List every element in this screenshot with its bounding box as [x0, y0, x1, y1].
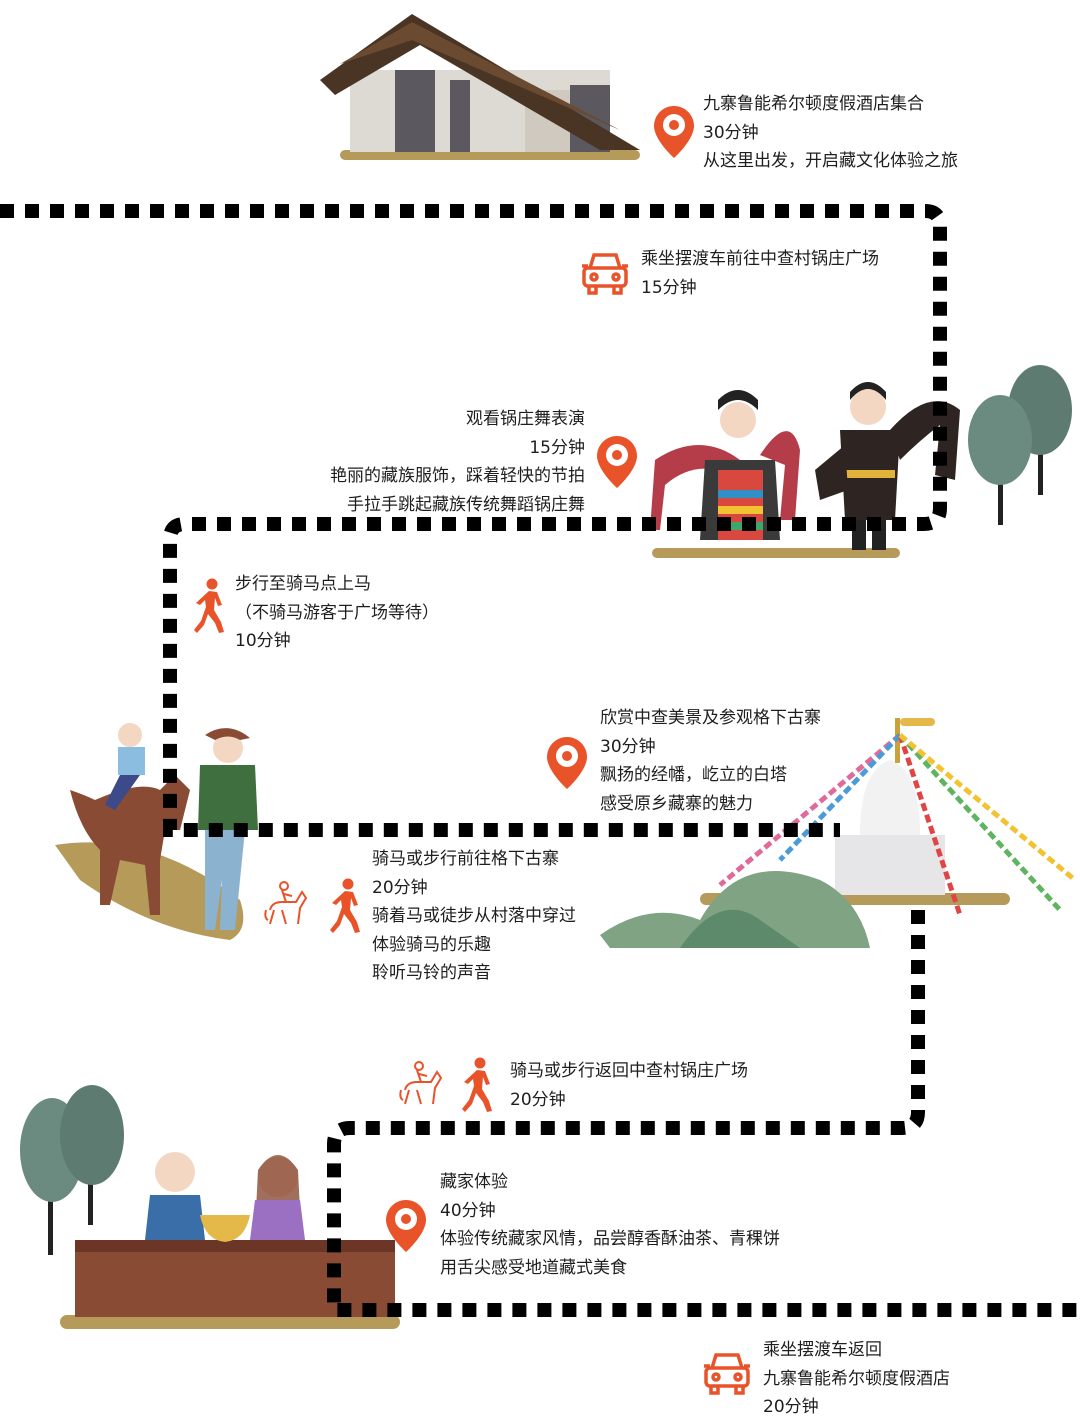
horse-rider-icon — [397, 1060, 445, 1112]
step-description: 感受原乡藏寨的魅力 — [600, 793, 753, 814]
step-ride-to-gexia: 骑马或步行前往格下古寨 20分钟 骑着马或徒步从村落中穿过 体验骑马的乐趣 聆听… — [372, 845, 576, 988]
step-title: 观看锅庄舞表演 — [466, 409, 585, 429]
tibetan-home-illustration — [20, 1085, 400, 1329]
step-note: （不骑马游客于广场等待） — [235, 602, 439, 623]
step-destination: 九寨鲁能希尔顿度假酒店 — [763, 1368, 950, 1389]
walking-person-icon — [460, 1057, 496, 1117]
step-return-to-square: 骑马或步行返回中查村锅庄广场 20分钟 — [510, 1057, 748, 1114]
step-description: 艳丽的藏族服饰，踩着轻快的节拍 — [330, 466, 585, 486]
map-pin-icon — [597, 436, 637, 492]
step-description: 骑着马或徒步从村落中穿过 — [372, 906, 576, 926]
map-pin-icon — [547, 737, 587, 793]
step-duration: 10分钟 — [235, 631, 291, 651]
step-duration: 30分钟 — [600, 736, 656, 757]
walking-person-icon — [328, 878, 364, 938]
step-description: 体验传统藏家风情，品尝醇香酥油茶、青稞饼 — [440, 1229, 780, 1249]
stupa-illustration — [600, 718, 1077, 948]
step-description: 聆听马铃的声音 — [372, 963, 491, 983]
step-description: 体验骑马的乐趣 — [372, 934, 491, 955]
step-shuttle-return: 乘坐摆渡车返回 九寨鲁能希尔顿度假酒店 20分钟 — [763, 1336, 950, 1422]
step-description: 用舌尖感受地道藏式美食 — [440, 1257, 627, 1278]
hotel-illustration — [320, 14, 640, 160]
car-icon — [580, 250, 630, 300]
step-duration: 40分钟 — [440, 1200, 496, 1221]
step-duration: 20分钟 — [510, 1089, 566, 1110]
step-title: 九寨鲁能希尔顿度假酒店集合 — [703, 94, 924, 114]
horse-riding-illustration — [55, 723, 258, 940]
step-title: 骑马或步行返回中查村锅庄广场 — [510, 1061, 748, 1081]
step-duration: 15分钟 — [529, 437, 585, 458]
map-pin-icon — [386, 1200, 426, 1256]
horse-rider-icon — [262, 880, 310, 932]
step-title: 藏家体验 — [440, 1172, 508, 1192]
step-hotel-gathering: 九寨鲁能希尔顿度假酒店集合 30分钟 从这里出发，开启藏文化体验之旅 — [703, 90, 958, 176]
step-tibetan-home: 藏家体验 40分钟 体验传统藏家风情，品尝醇香酥油茶、青稞饼 用舌尖感受地道藏式… — [440, 1168, 780, 1282]
step-title: 骑马或步行前往格下古寨 — [372, 849, 559, 869]
step-description: 从这里出发，开启藏文化体验之旅 — [703, 151, 958, 171]
walking-person-icon — [192, 578, 228, 638]
step-title: 步行至骑马点上马 — [235, 574, 371, 594]
step-duration: 20分钟 — [372, 877, 428, 898]
step-duration: 15分钟 — [641, 277, 697, 298]
step-duration: 20分钟 — [763, 1397, 819, 1417]
step-guozhuang-dance: 观看锅庄舞表演 15分钟 艳丽的藏族服饰，踩着轻快的节拍 手拉手跳起藏族传统舞蹈… — [330, 405, 585, 519]
trees-illustration — [968, 365, 1072, 525]
step-title: 欣赏中查美景及参观格下古寨 — [600, 708, 821, 728]
car-icon — [702, 1350, 752, 1400]
step-shuttle-to-square: 乘坐摆渡车前往中查村锅庄广场 15分钟 — [641, 245, 879, 302]
step-description: 手拉手跳起藏族传统舞蹈锅庄舞 — [347, 494, 585, 515]
step-title: 乘坐摆渡车前往中查村锅庄广场 — [641, 249, 879, 269]
step-title: 乘坐摆渡车返回 — [763, 1340, 882, 1360]
step-description: 飘扬的经幡，屹立的白塔 — [600, 765, 787, 785]
step-gexia-village-view: 欣赏中查美景及参观格下古寨 30分钟 飘扬的经幡，屹立的白塔 感受原乡藏寨的魅力 — [600, 704, 821, 818]
step-duration: 30分钟 — [703, 122, 759, 143]
step-walk-to-horse-point: 步行至骑马点上马 （不骑马游客于广场等待） 10分钟 — [235, 570, 439, 656]
map-pin-icon — [654, 106, 694, 162]
